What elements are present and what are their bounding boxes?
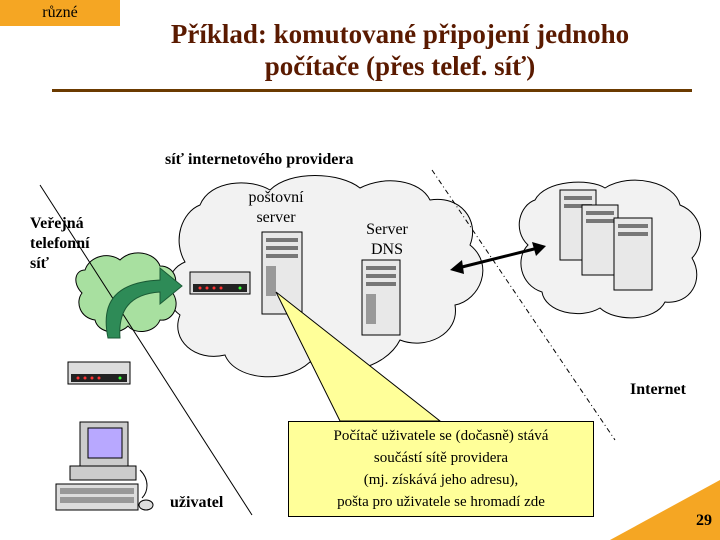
phone-network-label: Veřejná telefonní síť — [30, 214, 90, 274]
mail-server-label-line-2: server — [256, 209, 296, 226]
info-callout: Počítač uživatele se (dočasně) stává sou… — [288, 421, 594, 517]
internet-servers-icon — [559, 189, 653, 291]
callout-line-1: Počítač uživatele se (dočasně) stává — [333, 428, 549, 444]
provider-network-label: síť internetového providera — [165, 151, 354, 168]
page-number-corner — [610, 480, 720, 540]
mail-server-label-line-1: poštovní — [248, 189, 304, 206]
dns-server-label: Server DNS — [356, 220, 418, 260]
user-modem-icon — [67, 361, 131, 385]
dns-label-line-1: Server — [366, 221, 408, 238]
page-number: 29 — [696, 512, 712, 529]
phone-label-line-3: síť — [30, 255, 50, 272]
user-label: uživatel — [170, 494, 224, 511]
callout-line-4: pošta pro uživatele se hromadí zde — [337, 494, 545, 510]
callout-line-2: součástí sítě providera — [373, 450, 509, 466]
provider-modem-icon — [189, 271, 251, 295]
phone-label-line-1: Veřejná — [30, 215, 84, 232]
connection-arrow — [105, 266, 183, 339]
dns-server-icon — [361, 259, 401, 336]
user-computer-icon — [55, 421, 154, 511]
title-line-1: Příklad: komutované připojení jednoho — [170, 19, 630, 49]
dns-label-line-2: DNS — [370, 241, 403, 258]
title-line-2: počítače (přes telef. síť) — [264, 51, 536, 81]
mail-server-label: poštovní server — [240, 188, 312, 228]
section-tag: různé — [0, 0, 120, 26]
phone-boundary-line — [39, 184, 253, 516]
internet-label: Internet — [630, 381, 686, 398]
page-title: Příklad: komutované připojení jednoho po… — [100, 18, 700, 82]
title-divider — [52, 89, 692, 92]
phone-label-line-2: telefonní — [30, 235, 90, 252]
callout-line-3: (mj. získává jeho adresu), — [363, 472, 519, 488]
provider-cloud — [166, 175, 484, 378]
internet-link-arrow — [450, 242, 546, 274]
